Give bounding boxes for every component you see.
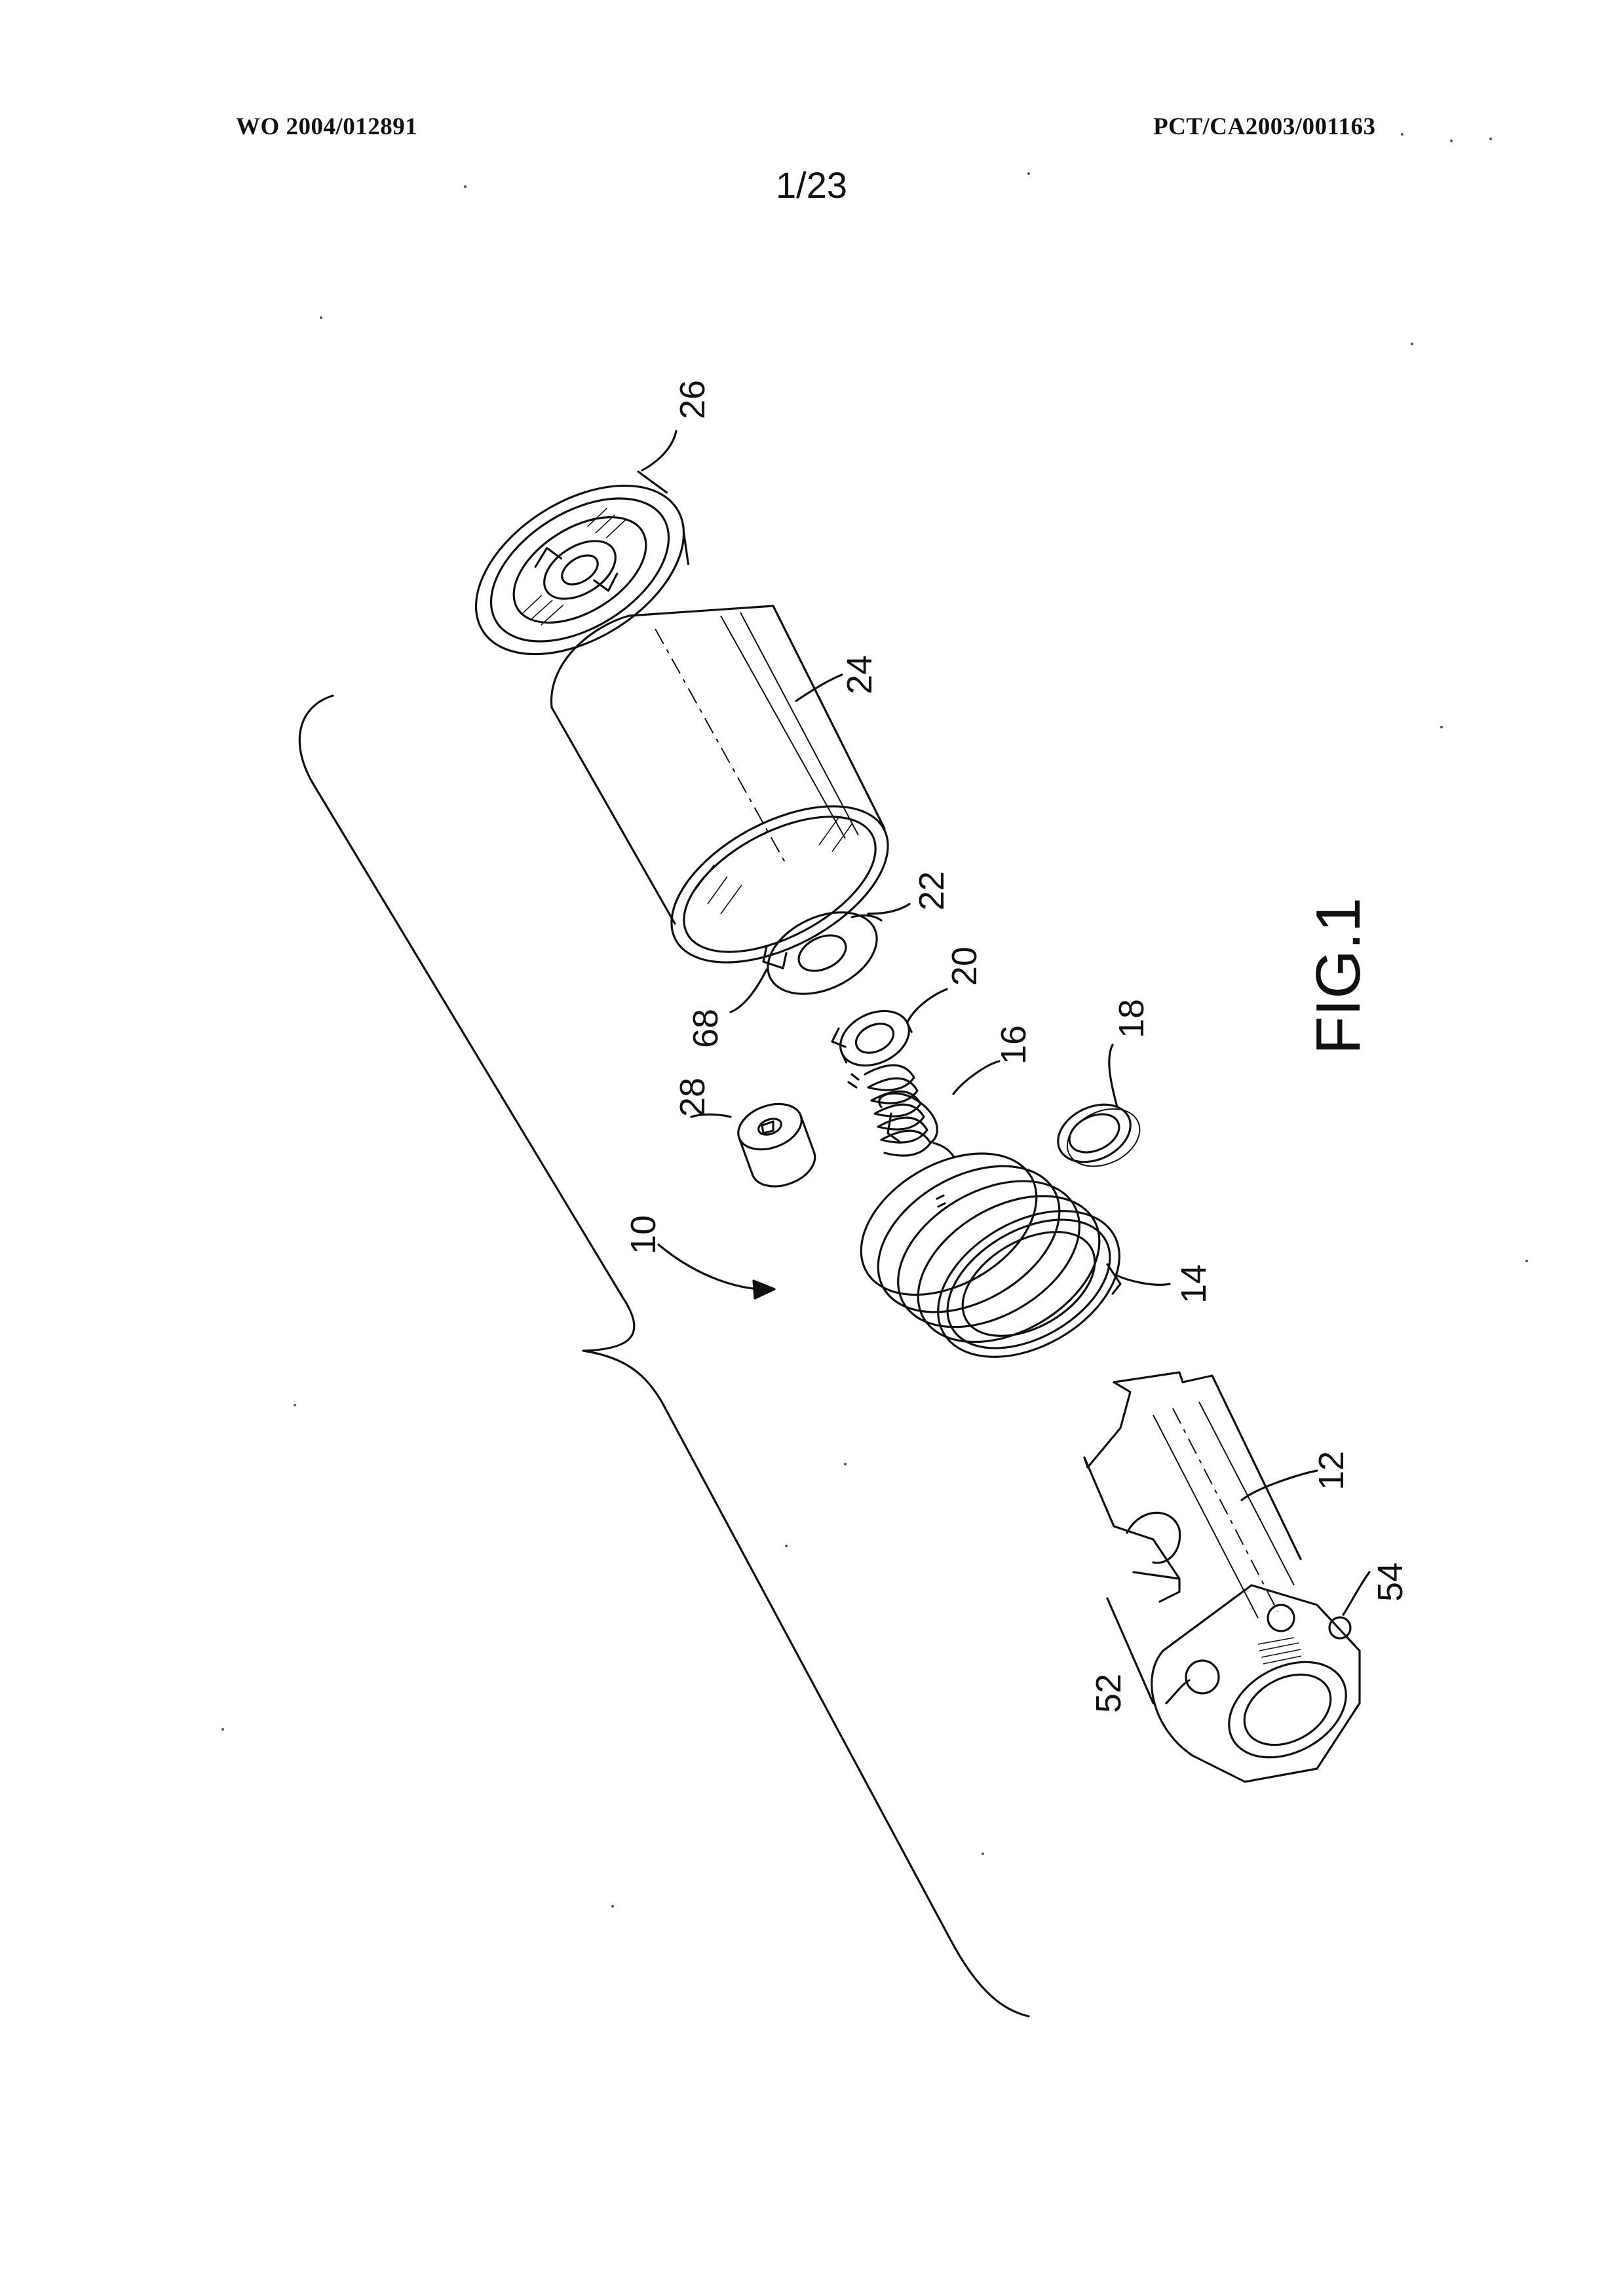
ref-12: 12 — [1312, 1451, 1351, 1490]
ref-68: 68 — [686, 1009, 725, 1048]
reference-numerals: 26 24 22 68 20 16 18 28 10 14 12 54 52 — [624, 380, 1410, 1713]
ref-52: 52 — [1089, 1674, 1128, 1713]
figure-label: FIG.1 — [1303, 897, 1373, 1055]
ring-18 — [1049, 1091, 1149, 1180]
spring-large-14 — [836, 1103, 1145, 1405]
insert-28 — [732, 1096, 821, 1195]
ref-10: 10 — [624, 1215, 663, 1254]
ref-28: 28 — [673, 1078, 712, 1117]
shaft-12 — [1084, 1372, 1362, 1782]
end-cap-26 — [446, 451, 714, 689]
ref-26: 26 — [673, 380, 712, 419]
ref-18: 18 — [1112, 999, 1151, 1038]
ref-54: 54 — [1371, 1562, 1410, 1602]
collar-20 — [831, 1000, 918, 1076]
ref-24: 24 — [840, 655, 879, 694]
ref-14: 14 — [1174, 1264, 1213, 1304]
ref-22: 22 — [912, 871, 951, 911]
ref-16: 16 — [994, 1025, 1033, 1064]
leader-lines — [642, 431, 1369, 1703]
ref-20: 20 — [945, 947, 984, 986]
